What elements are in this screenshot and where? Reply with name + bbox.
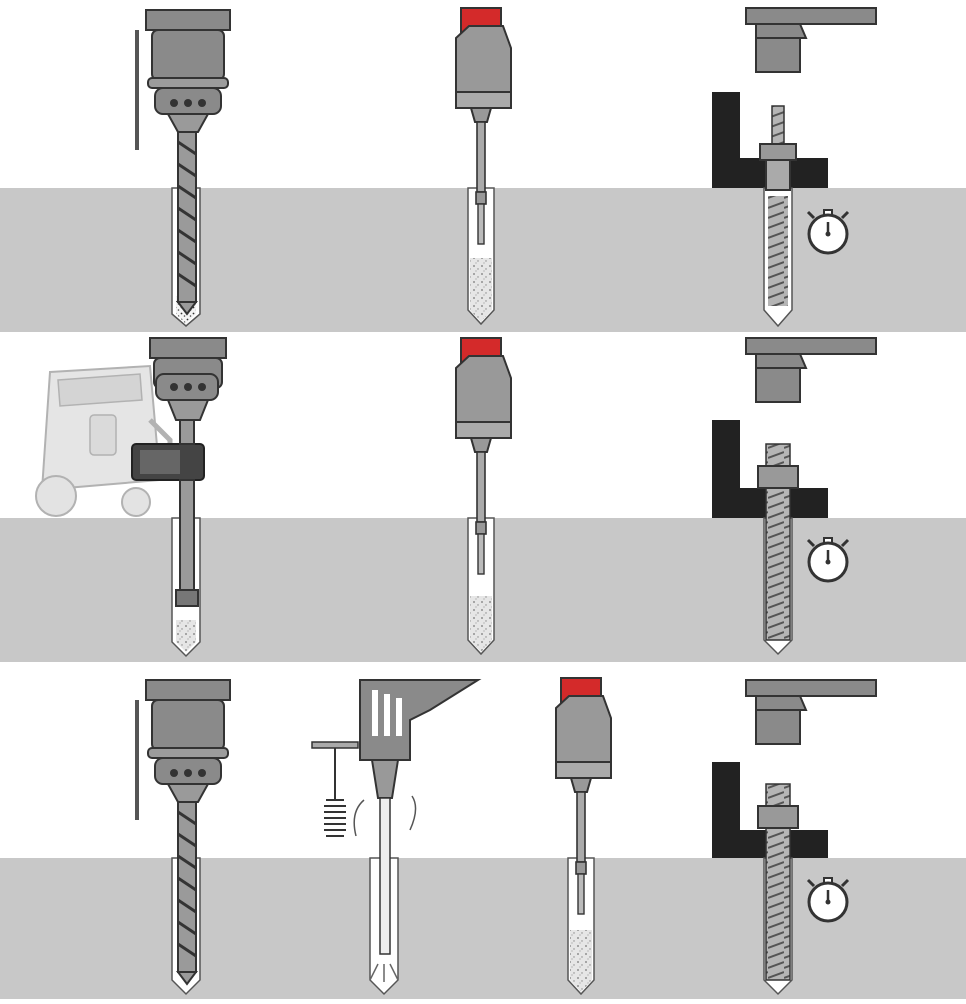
step-brush-and-blow-row-3 [311,679,482,996]
setting-tool-icon [745,7,877,73]
setting-tool-icon [745,679,877,745]
vacuum-cleaner-icon [35,364,173,517]
step-drill-hole-row-3 [134,679,231,996]
hammer-drill-icon [134,9,231,151]
setting-tool-icon [745,337,877,403]
hollow-drill-tool-icon [131,337,227,607]
stopwatch-icon [806,876,850,923]
row-3 [0,677,966,999]
step-drill-hole-row-1 [134,9,231,327]
step-inject-adhesive-row-1 [455,7,512,326]
row-1 [0,7,966,332]
concrete-slab-row-3 [0,858,966,999]
drill-bit-icon [176,800,198,986]
air-blower-icon [353,679,482,982]
step-inject-adhesive-row-3 [555,677,612,996]
fixture-plate-row-1 [712,92,828,188]
step-inject-adhesive-row-2 [455,337,512,656]
drill-bit-icon [176,130,198,316]
step-set-anchor-row-3 [712,679,877,996]
hammer-drill-icon [134,679,231,821]
row-2 [0,337,966,662]
step-set-anchor-row-1 [712,7,877,328]
step-set-anchor-row-2 [712,337,877,656]
stopwatch-icon [806,208,850,255]
cleaning-brush-icon [311,741,359,837]
step-hollow-drill-row-2 [131,337,227,658]
stopwatch-icon [806,536,850,583]
